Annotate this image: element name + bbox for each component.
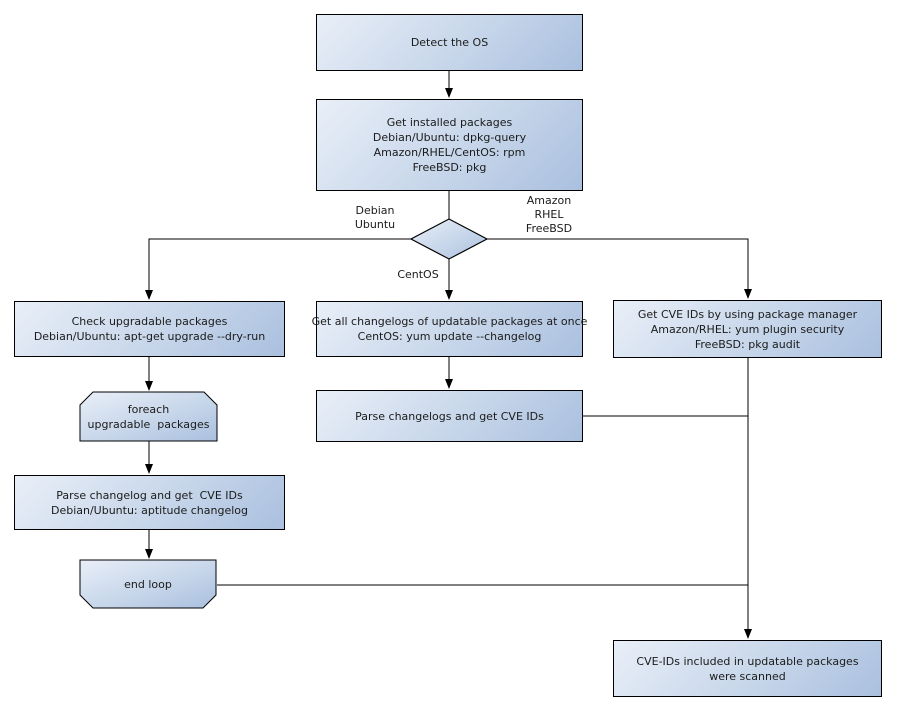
node-check-upgradable-label: Check upgradable packages Debian/Ubuntu:… (33, 315, 266, 343)
node-foreach: foreach upgradable packages (80, 392, 217, 441)
node-get-all-changelogs: Get all changelogs of updatable packages… (312, 301, 587, 357)
node-os-decision-diamond (409, 218, 489, 260)
node-foreach-label: foreach upgradable packages (87, 402, 210, 431)
edge-decision-to-check-upgradable (145, 238, 411, 300)
node-get-cve-ids-pkg-manager-label: Get CVE IDs by using package manager Ama… (637, 307, 858, 351)
node-detect-os-label: Detect the OS (410, 36, 489, 49)
node-endloop-shape (79, 559, 217, 609)
node-get-cve-ids-pkg-manager: Get CVE IDs by using package manager Ama… (613, 300, 882, 358)
node-get-installed-packages: Get installed packages Debian/Ubuntu: dp… (316, 99, 583, 191)
node-get-all-changelogs-label: Get all changelogs of updatable packages… (311, 315, 588, 343)
node-detect-os: Detect the OS (316, 14, 583, 71)
node-check-upgradable: Check upgradable packages Debian/Ubuntu:… (14, 301, 285, 357)
node-get-installed-packages-label: Get installed packages Debian/Ubuntu: dp… (372, 116, 527, 174)
node-endloop-label: end loop (124, 577, 172, 591)
node-parse-changelog-left: Parse changelog and get CVE IDs Debian/U… (14, 475, 285, 530)
node-parse-changelogs-mid: Parse changelogs and get CVE IDs (316, 390, 583, 442)
edge-label-debian-ubuntu: Debian Ubuntu (354, 204, 396, 231)
node-foreach-shape (79, 391, 218, 442)
node-result: CVE-IDs included in updatable packages w… (613, 640, 882, 697)
edge-label-centos: CentOS (397, 268, 439, 281)
edge-label-amazon-rhel-freebsd: Amazon RHEL FreeBSD (525, 194, 573, 235)
node-endloop: end loop (80, 560, 216, 608)
edge-decision-to-get-cve-ids (487, 238, 752, 299)
node-result-label: CVE-IDs included in updatable packages w… (636, 654, 859, 683)
node-parse-changelogs-mid-label: Parse changelogs and get CVE IDs (355, 409, 544, 423)
node-parse-changelog-left-label: Parse changelog and get CVE IDs Debian/U… (50, 488, 249, 517)
